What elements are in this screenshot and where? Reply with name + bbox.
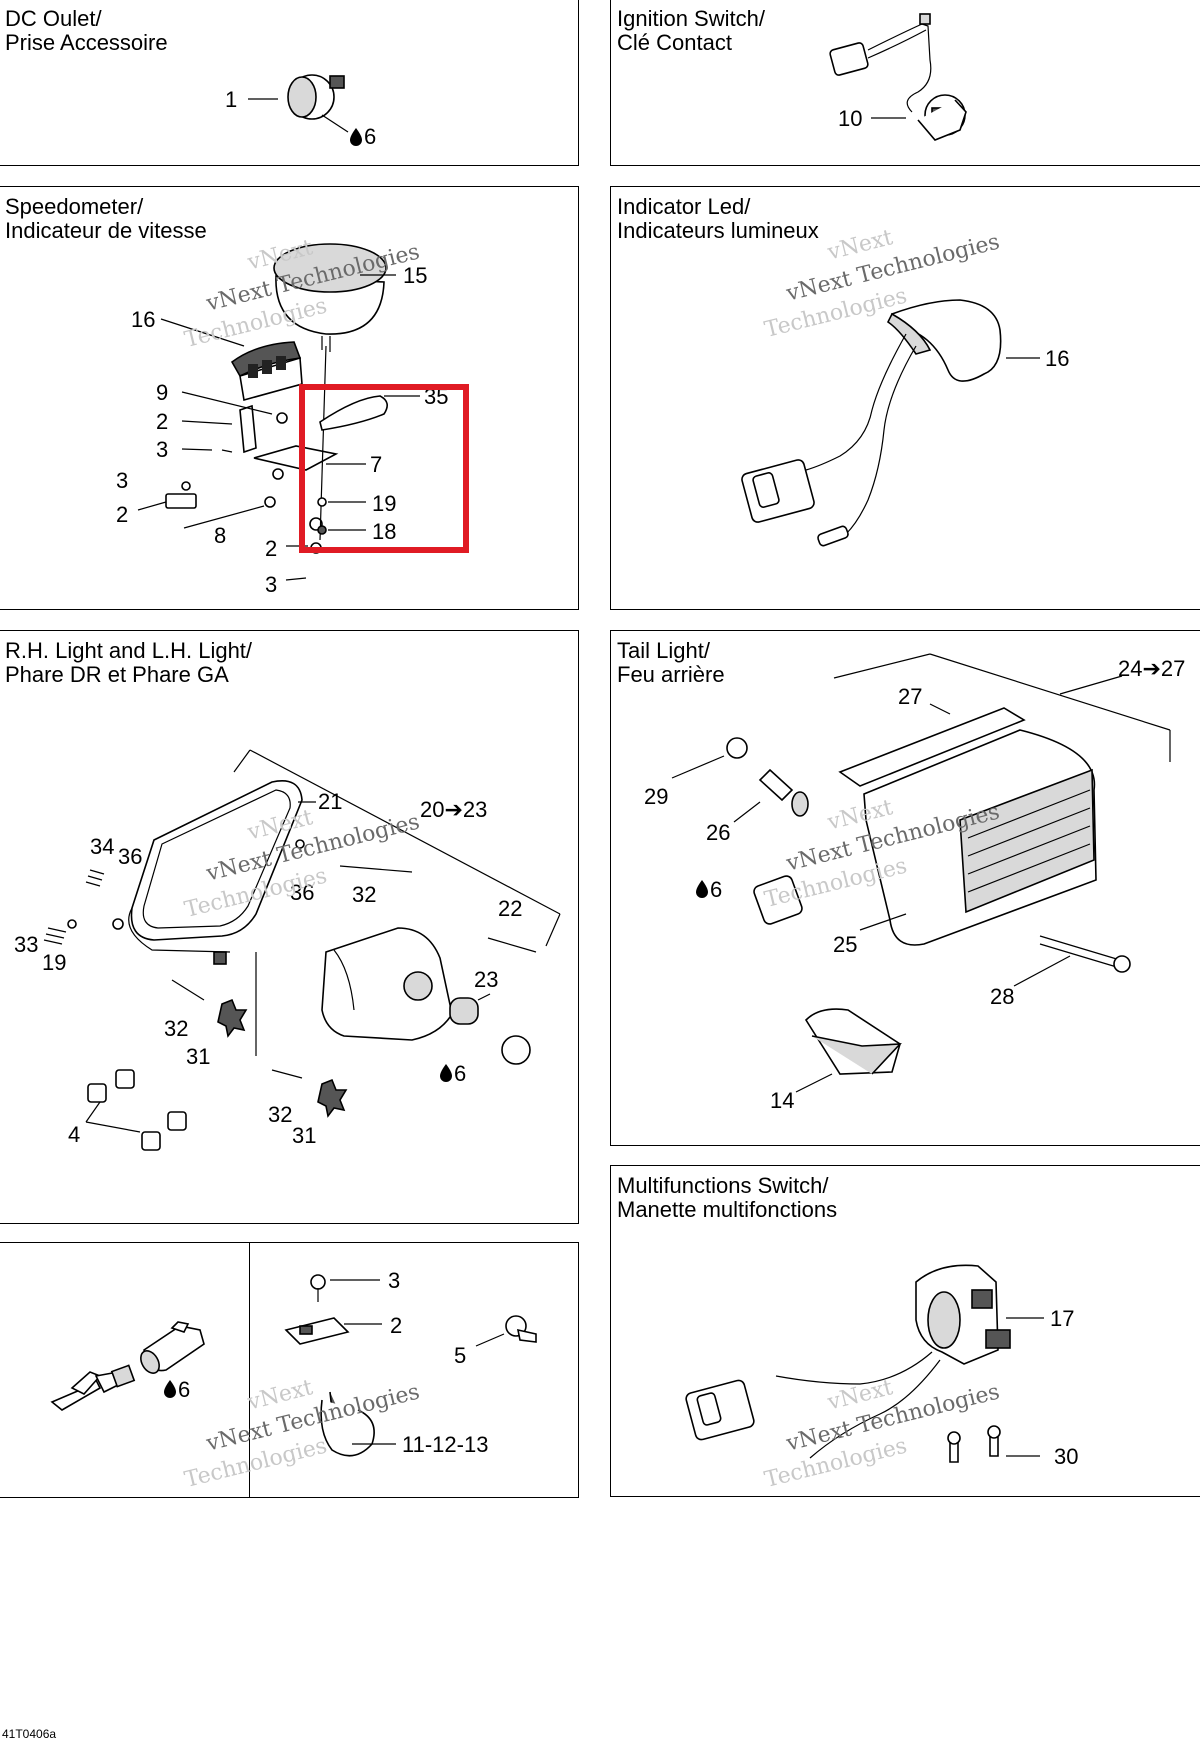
panel-connectors — [0, 1242, 579, 1498]
sealant-drop-icon — [164, 1380, 176, 1398]
sealant-drop-icon — [350, 128, 362, 146]
callout-17: 17 — [1050, 1306, 1074, 1331]
callout-26: 26 — [706, 820, 730, 845]
callout-21: 21 — [318, 789, 342, 814]
callout-18: 18 — [372, 519, 396, 544]
speedometer-cover-part — [319, 395, 388, 431]
callout-32: 32 — [268, 1102, 292, 1127]
callout-36: 36 — [290, 880, 314, 905]
callout-36: 36 — [118, 844, 142, 869]
callout-20-23: 20➔23 — [420, 797, 487, 822]
highlight-box — [299, 384, 469, 553]
callout-32: 32 — [352, 882, 376, 907]
panel-dc-outlet: DC Oulet/ Prise Accessoire — [0, 0, 579, 166]
panel-title: DC Oulet/ Prise Accessoire — [5, 6, 168, 55]
callout-2: 2 — [116, 502, 128, 527]
callout-33: 33 — [14, 932, 38, 957]
panel-indicator-led: Indicator Led/ Indicateurs lumineux — [610, 186, 1200, 610]
panel-title: Ignition Switch/ Clé Contact — [617, 6, 765, 55]
callout-4: 4 — [68, 1122, 80, 1147]
callout-32: 32 — [164, 1016, 188, 1041]
callout-31: 31 — [292, 1123, 316, 1148]
indicator-led-part — [741, 299, 1002, 547]
callout-6: 6 — [178, 1377, 190, 1402]
callout-16: 16 — [1045, 346, 1069, 371]
panel-ignition-switch: Ignition Switch/ Clé Contact — [610, 0, 1200, 166]
callout-19: 19 — [372, 491, 396, 516]
speedometer-bracket-part — [165, 345, 339, 554]
callout-1: 1 — [225, 87, 237, 112]
panel-title: Tail Light/ Feu arrière — [617, 638, 725, 687]
callout-3: 3 — [265, 572, 277, 597]
callout-23: 23 — [474, 967, 498, 992]
callout-11-12-13: 11-12-13 — [402, 1432, 488, 1457]
callout-5: 5 — [454, 1343, 466, 1368]
callout-8: 8 — [214, 523, 226, 548]
misc-hardware — [284, 1274, 537, 1457]
sealant-drop-icon — [696, 880, 708, 898]
callout-3: 3 — [156, 437, 168, 462]
callout-19: 19 — [42, 950, 66, 975]
headlight-housing-part — [321, 927, 531, 1065]
callout-7: 7 — [370, 452, 382, 477]
callout-28: 28 — [990, 984, 1014, 1009]
callout-34: 34 — [90, 834, 114, 859]
headlight-hardware — [43, 839, 413, 1151]
callout-14: 14 — [770, 1088, 794, 1113]
dc-outlet-part — [287, 74, 345, 120]
panel-multifunction-switch: Multifunctions Switch/ Manette multifonc… — [610, 1165, 1200, 1497]
callout-6: 6 — [364, 124, 376, 149]
callout-2: 2 — [156, 409, 168, 434]
callout-9: 9 — [156, 380, 168, 405]
panel-title: Indicator Led/ Indicateurs lumineux — [617, 194, 819, 243]
callout-16: 16 — [131, 307, 155, 332]
callout-25: 25 — [833, 932, 857, 957]
callout-27: 27 — [898, 684, 922, 709]
tail-light-part — [726, 653, 1171, 1075]
callout-29: 29 — [644, 784, 668, 809]
watermark-speedometer: vNext vNext Technologies Technologies — [182, 235, 422, 353]
callout-2: 2 — [390, 1313, 402, 1338]
callout-30: 30 — [1054, 1444, 1078, 1469]
multifunction-switch-part — [685, 1264, 1011, 1463]
callout-6: 6 — [710, 877, 722, 902]
panel-title: Multifunctions Switch/ Manette multifonc… — [617, 1173, 838, 1222]
speedometer-bezel-part — [230, 341, 303, 402]
callout-31: 31 — [186, 1044, 210, 1069]
watermark-connectors: vNext vNext Technologies Technologies — [182, 1375, 422, 1493]
speedometer-part — [273, 243, 387, 352]
callout-24-27: 24➔27 — [1118, 656, 1185, 681]
callout-15: 15 — [403, 263, 427, 288]
callout-22: 22 — [498, 896, 522, 921]
panel-divider — [249, 1242, 250, 1498]
diagram-code: 41T0406a — [2, 1727, 57, 1741]
callout-3: 3 — [388, 1268, 400, 1293]
sealant-drop-icon — [440, 1064, 452, 1082]
panel-headlights: R.H. Light and L.H. Light/ Phare DR et P… — [0, 630, 579, 1224]
wire-connector-part — [50, 1321, 205, 1411]
callout-2: 2 — [265, 536, 277, 561]
ignition-switch-part — [829, 13, 967, 141]
panel-title: R.H. Light and L.H. Light/ Phare DR et P… — [5, 638, 253, 687]
panel-title: Speedometer/ Indicateur de vitesse — [5, 194, 207, 243]
headlight-frame-part — [128, 780, 303, 953]
callout-10: 10 — [838, 106, 862, 131]
callout-6: 6 — [454, 1061, 466, 1086]
callout-3: 3 — [116, 468, 128, 493]
watermark-multifunction: vNext vNext Technologies Technologies — [762, 1375, 1002, 1493]
